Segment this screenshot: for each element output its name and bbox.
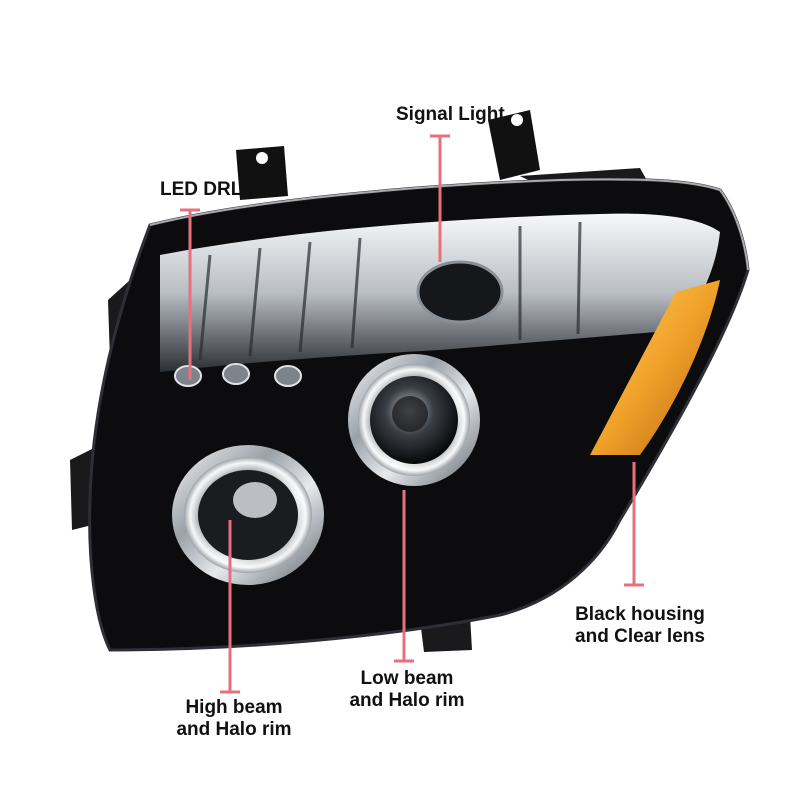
low-beam-label: Low beam and Halo rim — [348, 668, 466, 712]
led-drl-text: LED DRL — [160, 179, 243, 200]
low-beam-line-2: and Halo rim — [349, 690, 465, 711]
led-drl-bulbs — [174, 363, 302, 387]
clear-lens-rim — [149, 178, 749, 271]
housing-line-2: and Clear lens — [575, 626, 705, 647]
led-drl-label: LED DRL — [160, 179, 242, 201]
high-beam-line-1: High beam — [185, 697, 283, 718]
signal-reflector — [416, 260, 504, 324]
low-beam-projector — [348, 354, 480, 486]
high-beam-line-2: and Halo rim — [176, 719, 292, 740]
low-beam-line-1: Low beam — [360, 668, 454, 689]
amber-side-marker — [590, 280, 720, 455]
reflector-facets — [198, 221, 582, 361]
callout-leaders — [180, 134, 644, 694]
high-beam-label: High beam and Halo rim — [168, 697, 300, 741]
signal-light-label: Signal Light — [396, 104, 505, 126]
housing-line-1: Black housing — [575, 604, 705, 625]
signal-light-text: Signal Light — [396, 104, 505, 125]
high-beam-lamp — [172, 445, 324, 585]
housing-label: Black housing and Clear lens — [570, 604, 710, 648]
